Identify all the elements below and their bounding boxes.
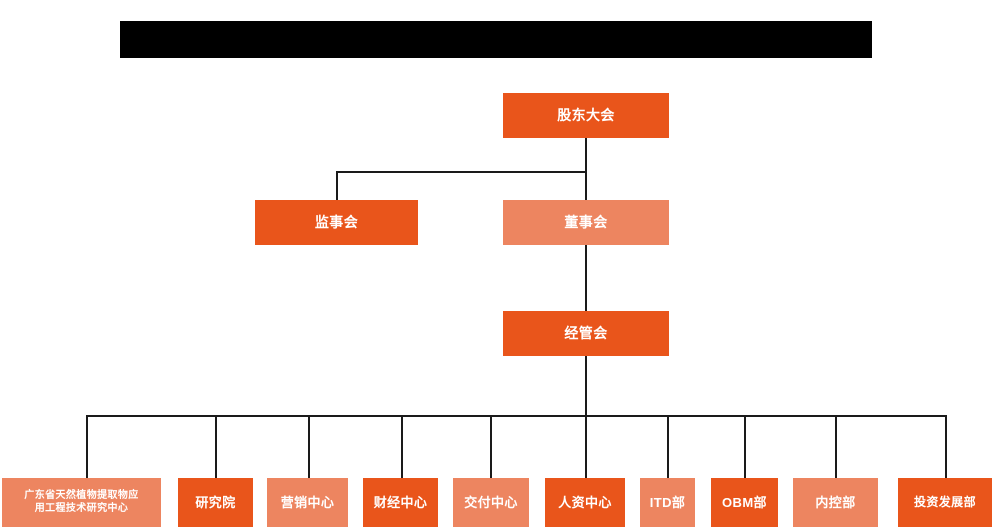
- redacted-title-banner: [120, 21, 872, 58]
- connector-level2-bar: [336, 171, 587, 173]
- node-delivery-center-label: 交付中心: [464, 494, 518, 510]
- connector-stem-itd-dept: [667, 415, 669, 478]
- connector-to-directors: [585, 171, 587, 201]
- node-investment-dev-dept[interactable]: 投资发展部: [898, 478, 992, 527]
- node-research-institute-label: 研究院: [195, 494, 236, 510]
- connector-stem-research-institute: [215, 415, 217, 478]
- title-banner-text: [120, 21, 872, 58]
- node-hr-center[interactable]: 人资中心: [545, 478, 625, 527]
- node-gd-center[interactable]: 广东省天然植物提取物应 用工程技术研究中心: [2, 478, 161, 527]
- connector-stem-obm-dept: [744, 415, 746, 478]
- node-itd-dept-label: ITD部: [649, 494, 686, 510]
- connector-to-supervisors: [336, 171, 338, 201]
- node-gd-center-label-line2: 用工程技术研究中心: [34, 502, 129, 514]
- node-gd-center-label-line1: 广东省天然植物提取物应: [24, 490, 139, 502]
- node-supervisors[interactable]: 监事会: [255, 200, 418, 245]
- connector-shareholders-down: [585, 138, 587, 173]
- node-finance-center-label: 财经中心: [373, 494, 428, 510]
- node-obm-dept-label: OBM部: [722, 494, 767, 510]
- connector-management-down: [585, 356, 587, 416]
- node-finance-center[interactable]: 财经中心: [363, 478, 438, 527]
- connector-stem-gd-center: [86, 415, 88, 478]
- node-supervisors-label: 监事会: [314, 213, 359, 230]
- connector-stem-hr-center: [585, 415, 587, 478]
- node-shareholders[interactable]: 股东大会: [503, 93, 669, 138]
- node-management-label: 经管会: [564, 324, 608, 341]
- node-management[interactable]: 经管会: [503, 311, 669, 356]
- node-internal-control-dept-label: 内控部: [815, 494, 856, 510]
- node-hr-center-label: 人资中心: [558, 494, 612, 510]
- node-research-institute[interactable]: 研究院: [178, 478, 253, 527]
- node-itd-dept[interactable]: ITD部: [640, 478, 695, 527]
- connector-stem-marketing-center: [308, 415, 310, 478]
- connector-level4-bar: [86, 415, 946, 417]
- node-delivery-center[interactable]: 交付中心: [453, 478, 529, 527]
- node-marketing-center[interactable]: 营销中心: [267, 478, 348, 527]
- node-directors-label: 董事会: [564, 213, 608, 230]
- connector-directors-to-management: [585, 245, 587, 311]
- connector-stem-investment-dev-dept: [945, 415, 947, 478]
- connector-stem-internal-control-dept: [835, 415, 837, 478]
- connector-stem-delivery-center: [490, 415, 492, 478]
- node-investment-dev-dept-label: 投资发展部: [913, 495, 976, 510]
- node-marketing-center-label: 营销中心: [280, 494, 335, 510]
- node-internal-control-dept[interactable]: 内控部: [793, 478, 878, 527]
- node-shareholders-label: 股东大会: [557, 106, 615, 123]
- node-directors[interactable]: 董事会: [503, 200, 669, 245]
- node-obm-dept[interactable]: OBM部: [711, 478, 778, 527]
- connector-stem-finance-center: [401, 415, 403, 478]
